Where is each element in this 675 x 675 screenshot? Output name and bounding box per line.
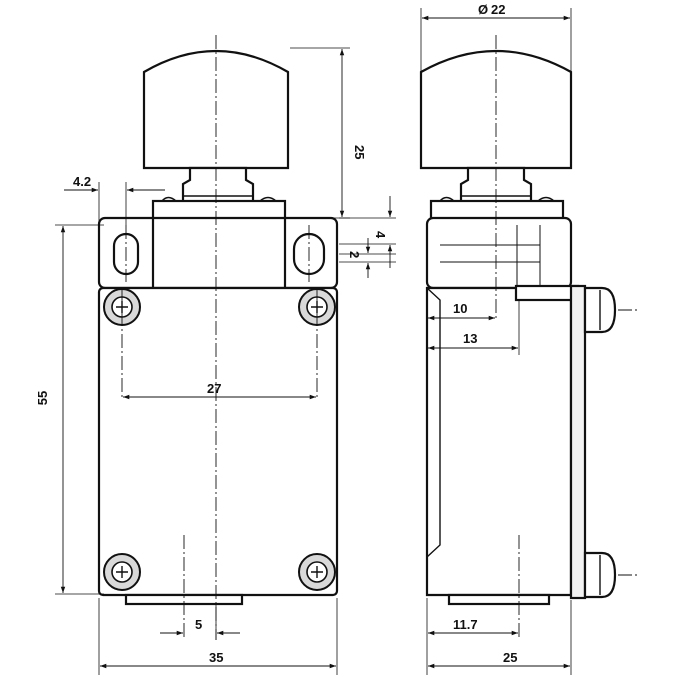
front-collar [151,199,287,221]
dim-cap-diameter: 22 [491,2,505,17]
screw-bottom-right [298,553,336,591]
side-view [419,35,640,640]
dim-side-width: 25 [503,650,517,665]
side-body [425,286,573,597]
dim-side-11-7: 11.7 [453,617,478,632]
dim-diameter-symbol: Ø [478,2,488,17]
dim-body-height: 55 [35,391,50,405]
side-cover-plate [514,284,580,302]
dim-slot-height-4: 4 [373,231,388,239]
dim-side-10: 10 [453,301,467,316]
screw-bottom-left [103,553,141,591]
front-view [97,35,339,640]
dim-cap-height: 25 [352,145,367,159]
dim-slot-height-2: 2 [347,251,362,258]
dim-front-width: 35 [209,650,223,665]
dim-side-13: 13 [463,331,477,346]
dim-foot-width: 5 [195,617,202,632]
front-body [97,286,339,597]
dim-slot-offset: 4.2 [73,174,91,189]
dim-hole-spacing: 27 [207,381,221,396]
front-plunger-stem [181,166,255,207]
side-head-block [425,216,573,290]
